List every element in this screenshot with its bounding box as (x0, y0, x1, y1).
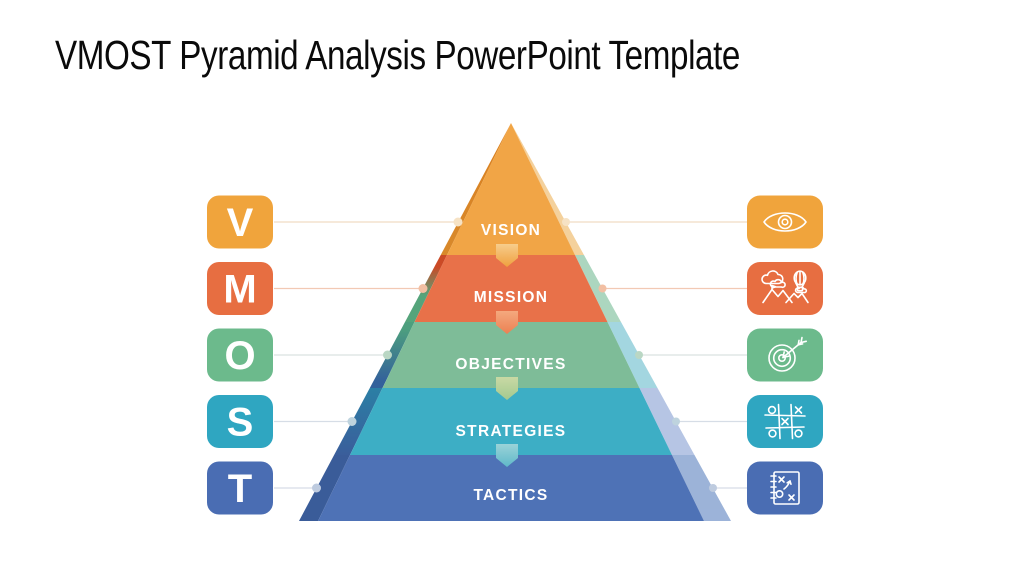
band-objectives[interactable] (382, 322, 640, 388)
chevron-down-icon (496, 311, 518, 334)
icon-box-tactics[interactable] (747, 461, 823, 515)
band-mission[interactable] (414, 255, 608, 322)
right-face-tactics (672, 455, 731, 521)
band-label-objectives: OBJECTIVES (455, 356, 566, 373)
letter-box-rect[interactable] (207, 262, 273, 315)
mountains-balloon-icon (761, 270, 809, 304)
letter-box-vision[interactable]: V (207, 195, 273, 249)
letter-box-rect[interactable] (207, 461, 273, 515)
edge-dot (635, 351, 643, 359)
icon-box-strategies[interactable] (747, 395, 823, 448)
letter-box-strategies[interactable]: S (207, 395, 273, 448)
band-label-tactics: TACTICS (473, 487, 548, 504)
letter-boxes: V M O S T (207, 195, 273, 515)
chevron-down-icon (496, 244, 518, 267)
letter-v: V (227, 201, 254, 245)
icon-box-rect[interactable] (747, 262, 823, 315)
edge-dot (709, 484, 717, 492)
right-face-mission (575, 255, 621, 322)
strategy-playbook-icon (770, 471, 800, 505)
edge-dot (562, 218, 570, 226)
chevron-down-icon (496, 444, 518, 467)
edge-dot (672, 417, 680, 426)
left-face-objectives (369, 322, 415, 388)
letter-box-rect[interactable] (207, 395, 273, 448)
icon-box-rect[interactable] (747, 195, 823, 249)
letter-o: O (224, 334, 255, 378)
right-face-strategies (639, 388, 695, 455)
icon-boxes (747, 195, 823, 515)
letter-s: S (227, 401, 254, 445)
letter-t: T (228, 467, 252, 511)
edge-dot (383, 350, 392, 360)
edge-dot (418, 284, 428, 293)
edge-dot (598, 284, 607, 293)
letter-box-mission[interactable]: M (207, 262, 273, 315)
band-label-mission: MISSION (474, 289, 549, 306)
letter-box-tactics[interactable]: T (207, 461, 273, 515)
band-label-vision: VISION (481, 222, 541, 239)
band-chevrons (496, 244, 518, 467)
band-tactics[interactable] (318, 455, 704, 521)
eye-icon (763, 212, 807, 232)
tic-tac-toe-icon (764, 403, 806, 440)
letter-m: M (223, 268, 256, 312)
band-strategies[interactable] (350, 388, 672, 455)
icon-box-mission[interactable] (747, 262, 823, 315)
band-label-strategies: STRATEGIES (456, 423, 567, 440)
connector-lines (274, 221, 747, 489)
page-title: VMOST Pyramid Analysis PowerPoint Templa… (55, 32, 740, 78)
left-face-strategies (334, 388, 383, 455)
target-dart-icon (768, 336, 807, 372)
icon-box-objectives[interactable] (747, 328, 823, 382)
band-vision[interactable] (447, 123, 575, 255)
edge-dot (312, 483, 321, 493)
edge-dot (453, 217, 463, 227)
letter-box-objectives[interactable]: O (207, 328, 273, 382)
edge-dots (312, 217, 717, 493)
left-face-tactics (299, 455, 350, 521)
band-labels: VISION MISSION OBJECTIVES STRATEGIES TAC… (455, 222, 567, 504)
edge-dot (347, 417, 357, 426)
letter-box-rect[interactable] (207, 328, 273, 382)
pyramid-bands (318, 123, 704, 521)
right-face-objectives (607, 322, 658, 388)
chevron-down-icon (496, 377, 518, 400)
letter-box-rect[interactable] (207, 195, 273, 249)
icon-box-vision[interactable] (747, 195, 823, 249)
